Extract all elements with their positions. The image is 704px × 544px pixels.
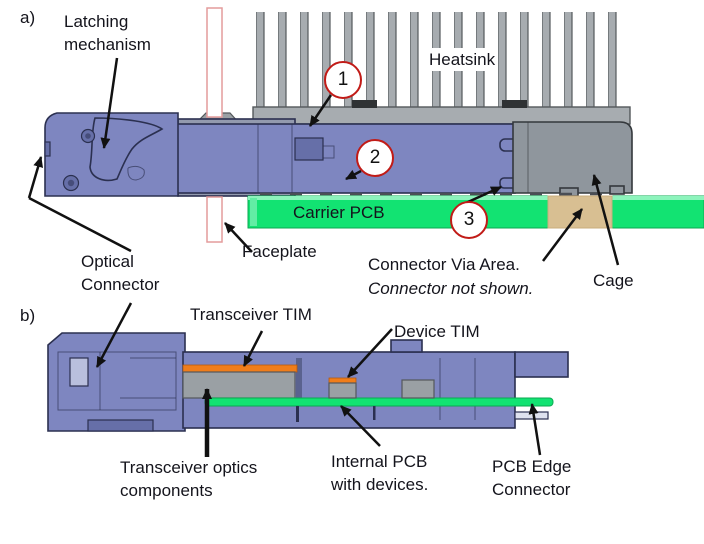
internal-pcb-label: Internal PCB with devices. [331,450,428,496]
latching-label: Latching mechanism [64,10,151,56]
internal-pcb-label-line1: Internal PCB [331,452,428,471]
latching-label-line2: mechanism [64,35,151,54]
internal-pcb-label-line2: with devices. [331,475,429,494]
edge-connector-arrow [528,403,542,456]
transceiver-tim-strip [182,364,298,373]
optical-connector-arrow-b [95,302,133,368]
b-optical-block [47,332,186,432]
optical-connector-label: Optical Connector [81,250,159,296]
latch-pivot-hole [67,179,75,187]
cage-foot [609,185,625,195]
internal-pcb-board [204,397,554,407]
panel-a-label: a) [20,8,36,27]
via-area-label-line1: Connector Via Area. [368,255,520,274]
callout-1-arrow [308,94,333,127]
edge-connector-label-line1: PCB Edge [492,457,572,476]
latch-hook [127,165,145,181]
b-optical-internals [57,351,177,411]
device-tim-arrow [347,328,393,378]
b-cavity-wall [296,358,302,398]
latching-arrow [100,57,119,149]
b-lower-lip [514,411,549,420]
cage-arrow [591,174,620,266]
heatsink-clip [352,100,377,108]
heatsink [252,12,631,125]
transceiver-tim-label: Transceiver TIM [190,305,312,324]
via-area-arrow [542,208,583,262]
callout-1-number: 1 [337,69,349,90]
edge-connector-label: PCB Edge Connector [492,455,571,501]
callout-3: 3 [450,201,488,239]
device-block [401,379,435,399]
callout-2-number: 2 [369,147,381,168]
body-detail-tab [323,145,335,159]
optical-connector-label-line2: Connector [81,275,160,294]
cage-body [512,121,633,194]
callout-3-number: 3 [463,209,475,230]
latch-nub [44,141,51,157]
faceplate-upper [206,7,223,118]
optics-label: Transceiver optics components [120,456,257,502]
optics-block [182,371,296,399]
module-b [47,332,569,432]
device-tim-strip [328,377,357,384]
b-pcb-pin [373,406,376,420]
callout-2-arrow [345,169,362,181]
faceplate [206,7,223,243]
faceplate-label: Faceplate [242,242,317,261]
b-top-boss [390,339,423,353]
faceplate-lower [206,196,223,243]
edge-connector-label-line2: Connector [492,480,571,499]
b-pcb-pin [296,406,299,422]
optical-connector-leader [28,196,132,253]
heatsink-label: Heatsink [426,48,499,71]
optical-connector-label-line1: Optical [81,252,134,271]
module-a [44,112,549,197]
carrier-pcb-label: Carrier PCB [293,203,385,222]
heatsink-clip [502,100,527,108]
b-ferrule-slot [69,357,89,387]
optics-label-line2: components [120,481,213,500]
internal-pcb-arrow [340,405,381,447]
optics-label-line1: Transceiver optics [120,458,258,477]
latch-lever [89,117,164,182]
callout-2: 2 [356,139,394,177]
panel-b-label: b) [20,306,36,325]
faceplate-arrow [224,222,253,253]
via-area-label-line2: Connector not shown. [368,279,534,298]
latch-pivot-hole [85,133,91,139]
b-rear-arm [514,351,569,378]
carrier-pcb-edge-band [250,198,257,226]
device-block [328,382,357,399]
annotation-arrows [27,57,620,457]
cage-label: Cage [593,271,634,290]
cage-a [260,121,633,197]
b-bottom-foot [87,419,154,432]
callout-1: 1 [324,61,362,99]
optical-connector-arrow-a [27,156,43,199]
transceiver-tim-arrow [242,330,264,367]
latching-label-line1: Latching [64,12,129,31]
device-tim-label: Device TIM [394,322,480,341]
body-detail-block [294,137,324,161]
